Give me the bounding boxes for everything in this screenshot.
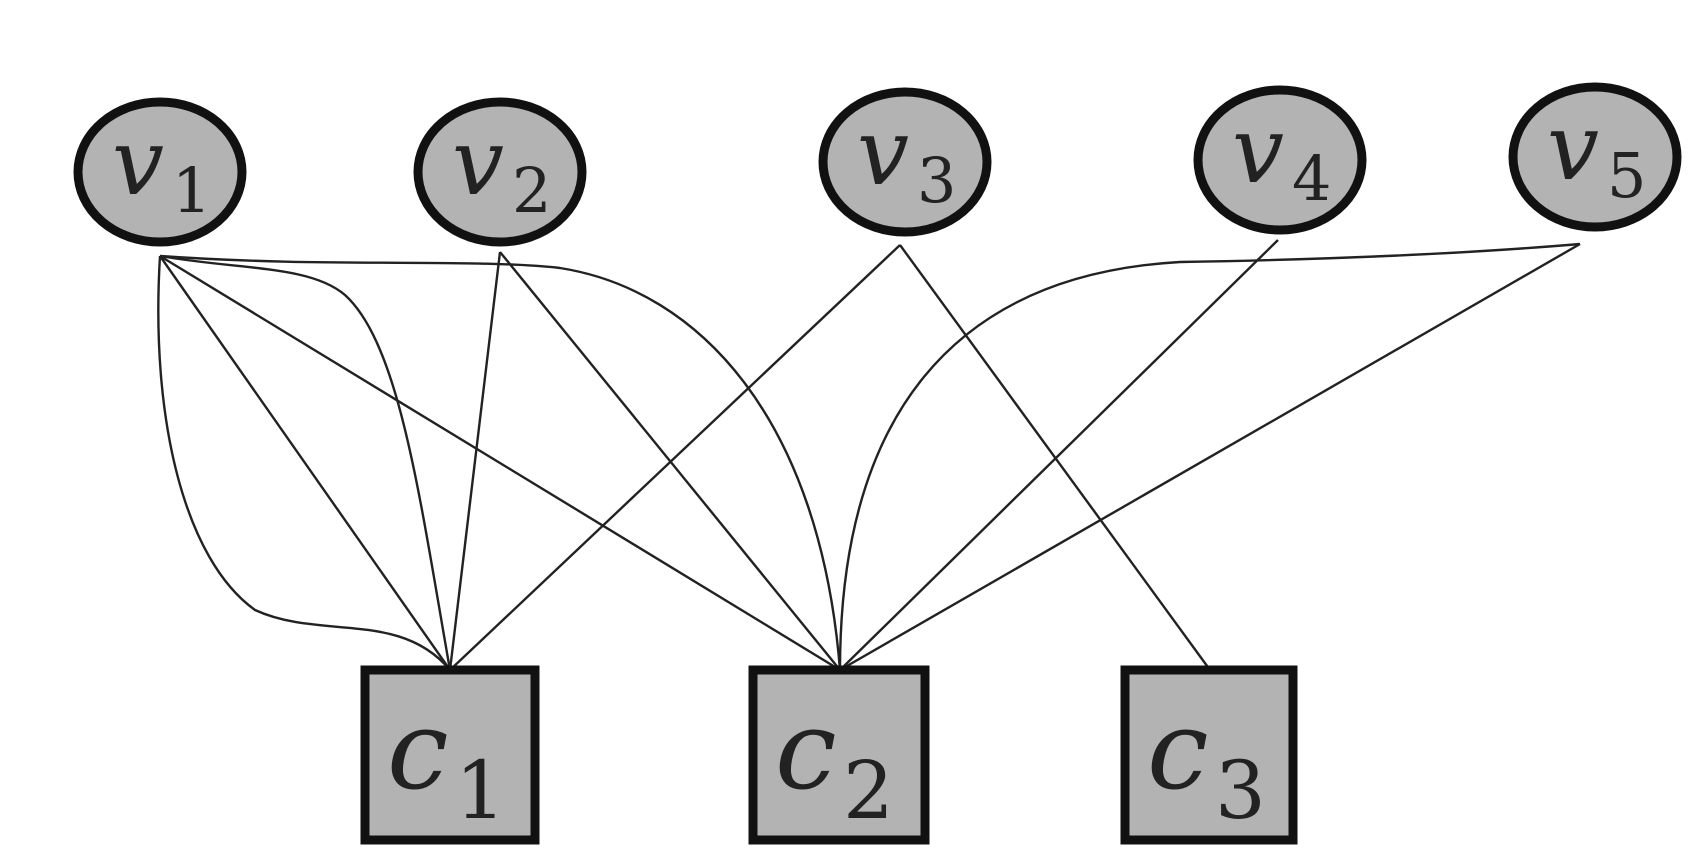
edge-v2-c1 (448, 251, 502, 671)
variable-node-index: 1 (172, 154, 211, 227)
constraint-node-square (1120, 665, 1298, 845)
variable-node-circle (413, 97, 587, 247)
edge-group (157, 239, 1581, 672)
edge-v1-c2 (159, 254, 841, 672)
constraint-node-letter: c (387, 686, 449, 814)
variable-node-index: 5 (1607, 139, 1646, 212)
variable-node-index: 4 (1292, 142, 1331, 215)
variable-node-circle (73, 97, 247, 247)
constraint-node-index: 2 (843, 744, 894, 837)
variable-node-letter: v (112, 109, 164, 216)
constraint-node-square (748, 665, 930, 845)
constraint-node-letter: c (775, 686, 837, 814)
edge-v1-c1-curve-left (157, 255, 451, 671)
variable-node-circle (1193, 85, 1367, 235)
edge-v5-c2-curve (838, 242, 1581, 671)
variable-node-letter: v (1547, 94, 1599, 201)
edge-v4-c2 (839, 239, 1279, 671)
edge-v1-c1-curve-right (159, 254, 452, 671)
edge-v3-c1 (449, 244, 901, 671)
variable-node-index: 3 (917, 144, 956, 217)
variable-node-letter: v (1232, 97, 1284, 204)
edge-v1-c1 (159, 255, 451, 671)
variable-node-circle (818, 87, 992, 237)
variable-node-circle (1508, 82, 1682, 232)
variable-node-index: 2 (512, 154, 551, 227)
variable-node-letter: v (452, 109, 504, 216)
constraint-node-index: 1 (455, 744, 506, 837)
constraint-node-index: 3 (1215, 744, 1266, 837)
constraint-node-letter: c (1147, 686, 1209, 814)
constraint-node-square (360, 665, 540, 845)
edge-v5-c2 (839, 242, 1581, 672)
edge-v1-c2-curve (159, 254, 842, 671)
variable-node-letter: v (857, 99, 909, 206)
